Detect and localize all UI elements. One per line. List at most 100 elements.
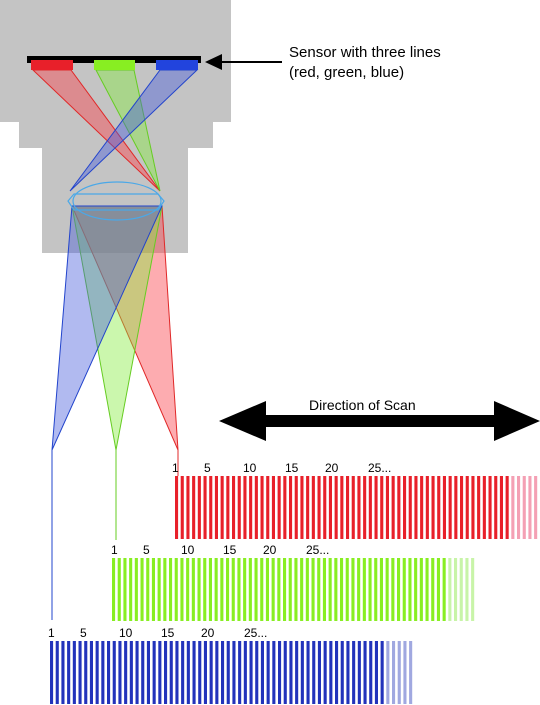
tick-labels-red: 1 5 10 15 20 25... [172,461,391,475]
scan-line-red [431,476,435,539]
scan-line-green [140,558,144,621]
scan-line-blue [192,641,196,704]
scan-line-blue [232,641,236,704]
scan-line-blue [289,641,293,704]
scan-line-green [243,558,247,621]
sensor-line-green [94,60,135,70]
scan-strip-red [175,476,538,539]
scan-line-green [112,558,116,621]
scan-line-red [277,476,281,539]
scan-line-blue [392,641,396,704]
scan-line-green [271,558,275,621]
scan-line-red [437,476,441,539]
scan-line-red [220,476,224,539]
scan-line-blue [357,641,361,704]
scan-line-red [260,476,264,539]
scan-line-blue [175,641,179,704]
scan-line-blue [67,641,71,704]
scan-line-green [334,558,338,621]
scan-line-blue [312,641,316,704]
scan-line-green [134,558,138,621]
scan-line-red [340,476,344,539]
scan-line-blue [186,641,190,704]
scan-line-red [214,476,218,539]
scan-line-red [414,476,418,539]
scan-line-red [346,476,350,539]
tick-label: 5 [204,461,211,475]
scan-line-green [442,558,446,621]
scan-line-green [402,558,406,621]
scan-line-red [494,476,498,539]
tick-label: 1 [48,626,55,640]
scan-line-blue [300,641,304,704]
scan-line-red [454,476,458,539]
scan-line-green [260,558,264,621]
scan-line-green [368,558,372,621]
scan-line-blue [118,641,122,704]
scan-line-green [448,558,452,621]
scan-line-green [362,558,366,621]
scan-line-blue [101,641,105,704]
scan-line-red [254,476,258,539]
tick-label: 15 [223,543,237,557]
tick-label: 10 [119,626,133,640]
scan-line-blue [249,641,253,704]
scan-line-red [317,476,321,539]
scan-line-red [180,476,184,539]
scan-line-red [374,476,378,539]
scan-line-blue [84,641,88,704]
scan-line-green [322,558,326,621]
scan-line-blue [226,641,230,704]
tick-label: 20 [325,461,339,475]
scan-line-red [505,476,509,539]
scan-line-blue [221,641,225,704]
scan-line-blue [397,641,401,704]
sensor-line-red [31,60,73,70]
scan-line-blue [124,641,128,704]
scan-line-blue [352,641,356,704]
scan-line-green [419,558,423,621]
scan-line-red [351,476,355,539]
tick-label: 15 [285,461,299,475]
scan-line-green [191,558,195,621]
sensor-pointer-arrowhead [205,54,222,70]
scan-line-green [180,558,184,621]
scan-line-green [214,558,218,621]
scan-line-green [397,558,401,621]
scan-line-blue [335,641,339,704]
scan-line-blue [203,641,207,704]
sensor-line-blue [156,60,198,70]
scan-line-blue [380,641,384,704]
scan-line-green [220,558,224,621]
scan-line-green [305,558,309,621]
scan-line-green [345,558,349,621]
scan-line-blue [112,641,116,704]
scan-line-green [374,558,378,621]
scan-line-blue [317,641,321,704]
scan-line-green [157,558,161,621]
scan-line-red [328,476,332,539]
scan-line-blue [135,641,139,704]
scan-line-red [271,476,275,539]
scan-line-red [232,476,236,539]
scan-line-green [317,558,321,621]
scan-line-blue [78,641,82,704]
scan-line-red [534,476,538,539]
scan-line-blue [209,641,213,704]
scan-line-red [363,476,367,539]
tick-label: 10 [181,543,195,557]
scan-strip-green [112,558,475,621]
scan-line-green [425,558,429,621]
scan-line-blue [61,641,65,704]
tick-label: 5 [143,543,150,557]
scan-line-blue [50,641,54,704]
scan-line-red [528,476,532,539]
scan-line-green [385,558,389,621]
scan-direction-arrow [219,401,540,441]
tick-label: 5 [80,626,87,640]
scan-line-blue [95,641,99,704]
scan-line-red [397,476,401,539]
scan-line-red [460,476,464,539]
scan-line-green [186,558,190,621]
